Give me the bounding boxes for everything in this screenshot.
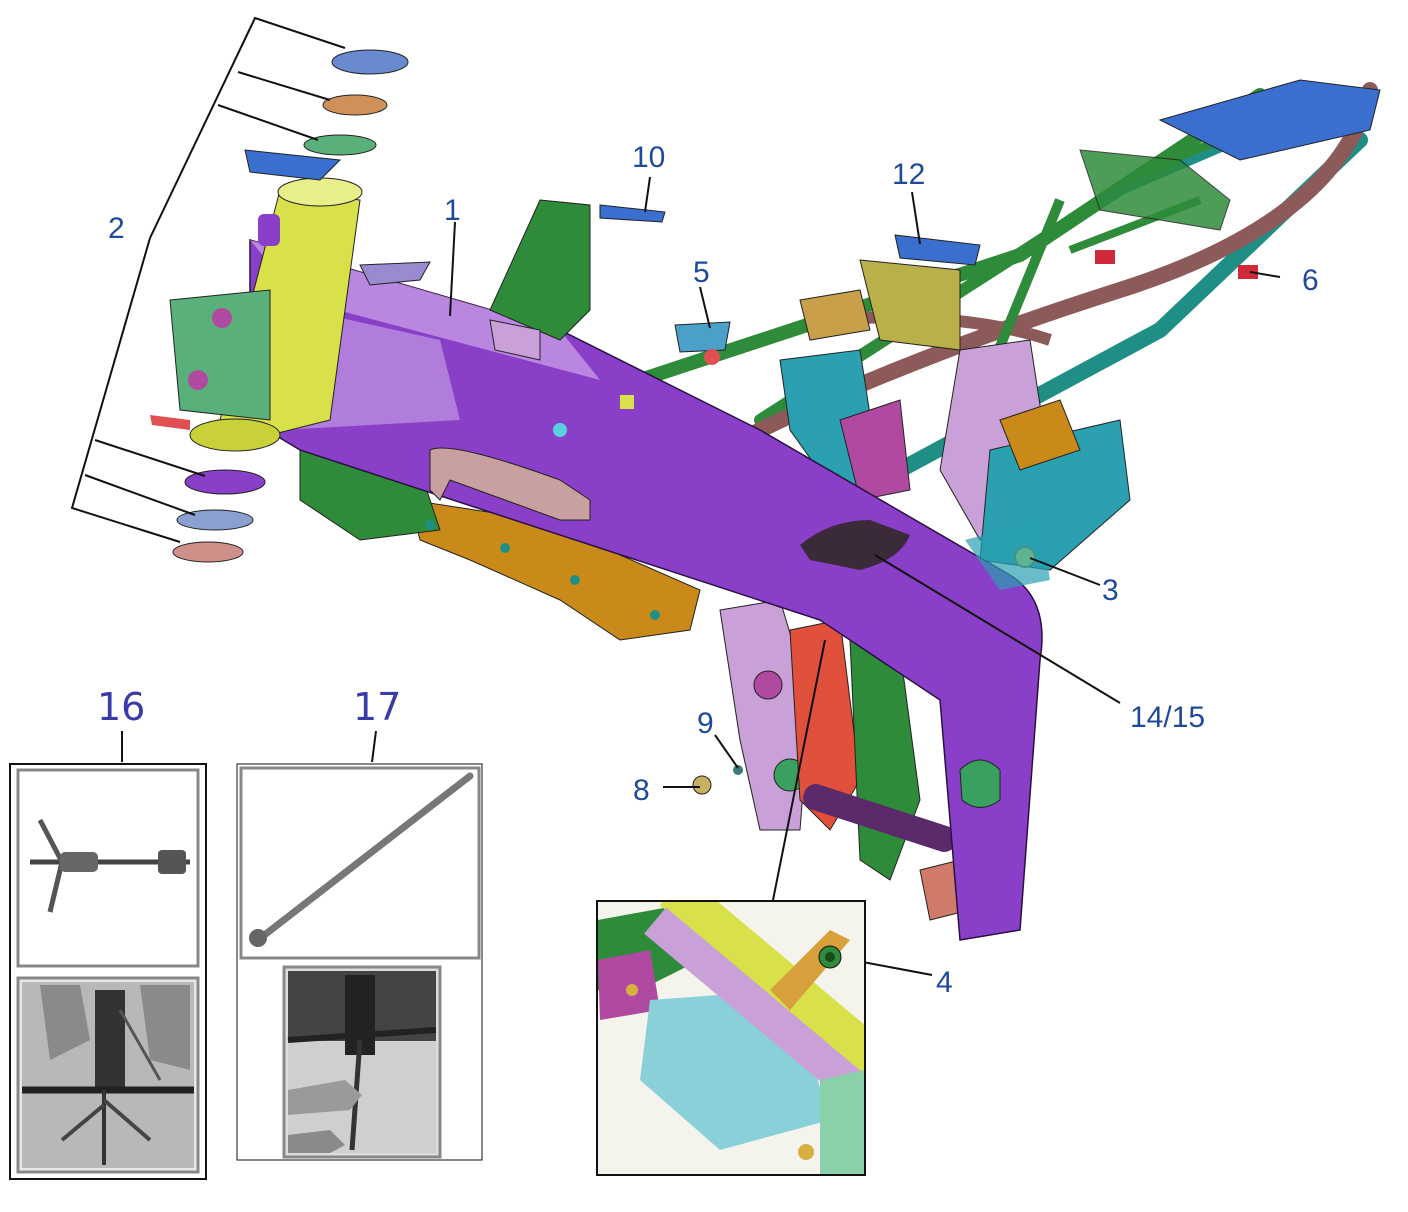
callout-10: 10 — [632, 141, 665, 174]
callout-3: 3 — [1102, 574, 1119, 607]
callout-12: 12 — [892, 158, 925, 191]
bearing-puller-in-use-photo — [22, 982, 194, 1168]
callout-labels: 1 2 3 4 5 6 8 9 10 12 14/15 16 17 — [97, 141, 1319, 999]
rear-subframe — [633, 79, 1381, 571]
steering-head — [150, 149, 363, 452]
swingarm-pivot-area — [719, 599, 971, 921]
upper-brackets — [359, 199, 731, 365]
bearing-puller-tool — [30, 818, 190, 913]
callout-9: 9 — [697, 707, 714, 740]
inset-detail-4 — [596, 900, 866, 1176]
callout-1: 1 — [444, 194, 461, 227]
callout-4: 4 — [936, 966, 953, 999]
callout-16: 16 — [97, 685, 145, 729]
removal-rod-in-use-photo — [287, 971, 437, 1153]
washer-part-9 — [733, 765, 743, 775]
nut-part-8 — [692, 775, 712, 795]
steering-bearing-parts — [172, 49, 409, 563]
callout-8: 8 — [633, 774, 650, 807]
removal-rod-tool — [249, 772, 474, 947]
tool-16-panel — [9, 763, 207, 1180]
callout-5: 5 — [693, 256, 710, 289]
callout-2: 2 — [108, 212, 125, 245]
callout-17: 17 — [353, 685, 401, 729]
callout-6: 6 — [1302, 264, 1319, 297]
callout-14-15: 14/15 — [1130, 701, 1205, 734]
tool-17-panel — [236, 763, 483, 1161]
leader-lines — [70, 16, 1281, 976]
